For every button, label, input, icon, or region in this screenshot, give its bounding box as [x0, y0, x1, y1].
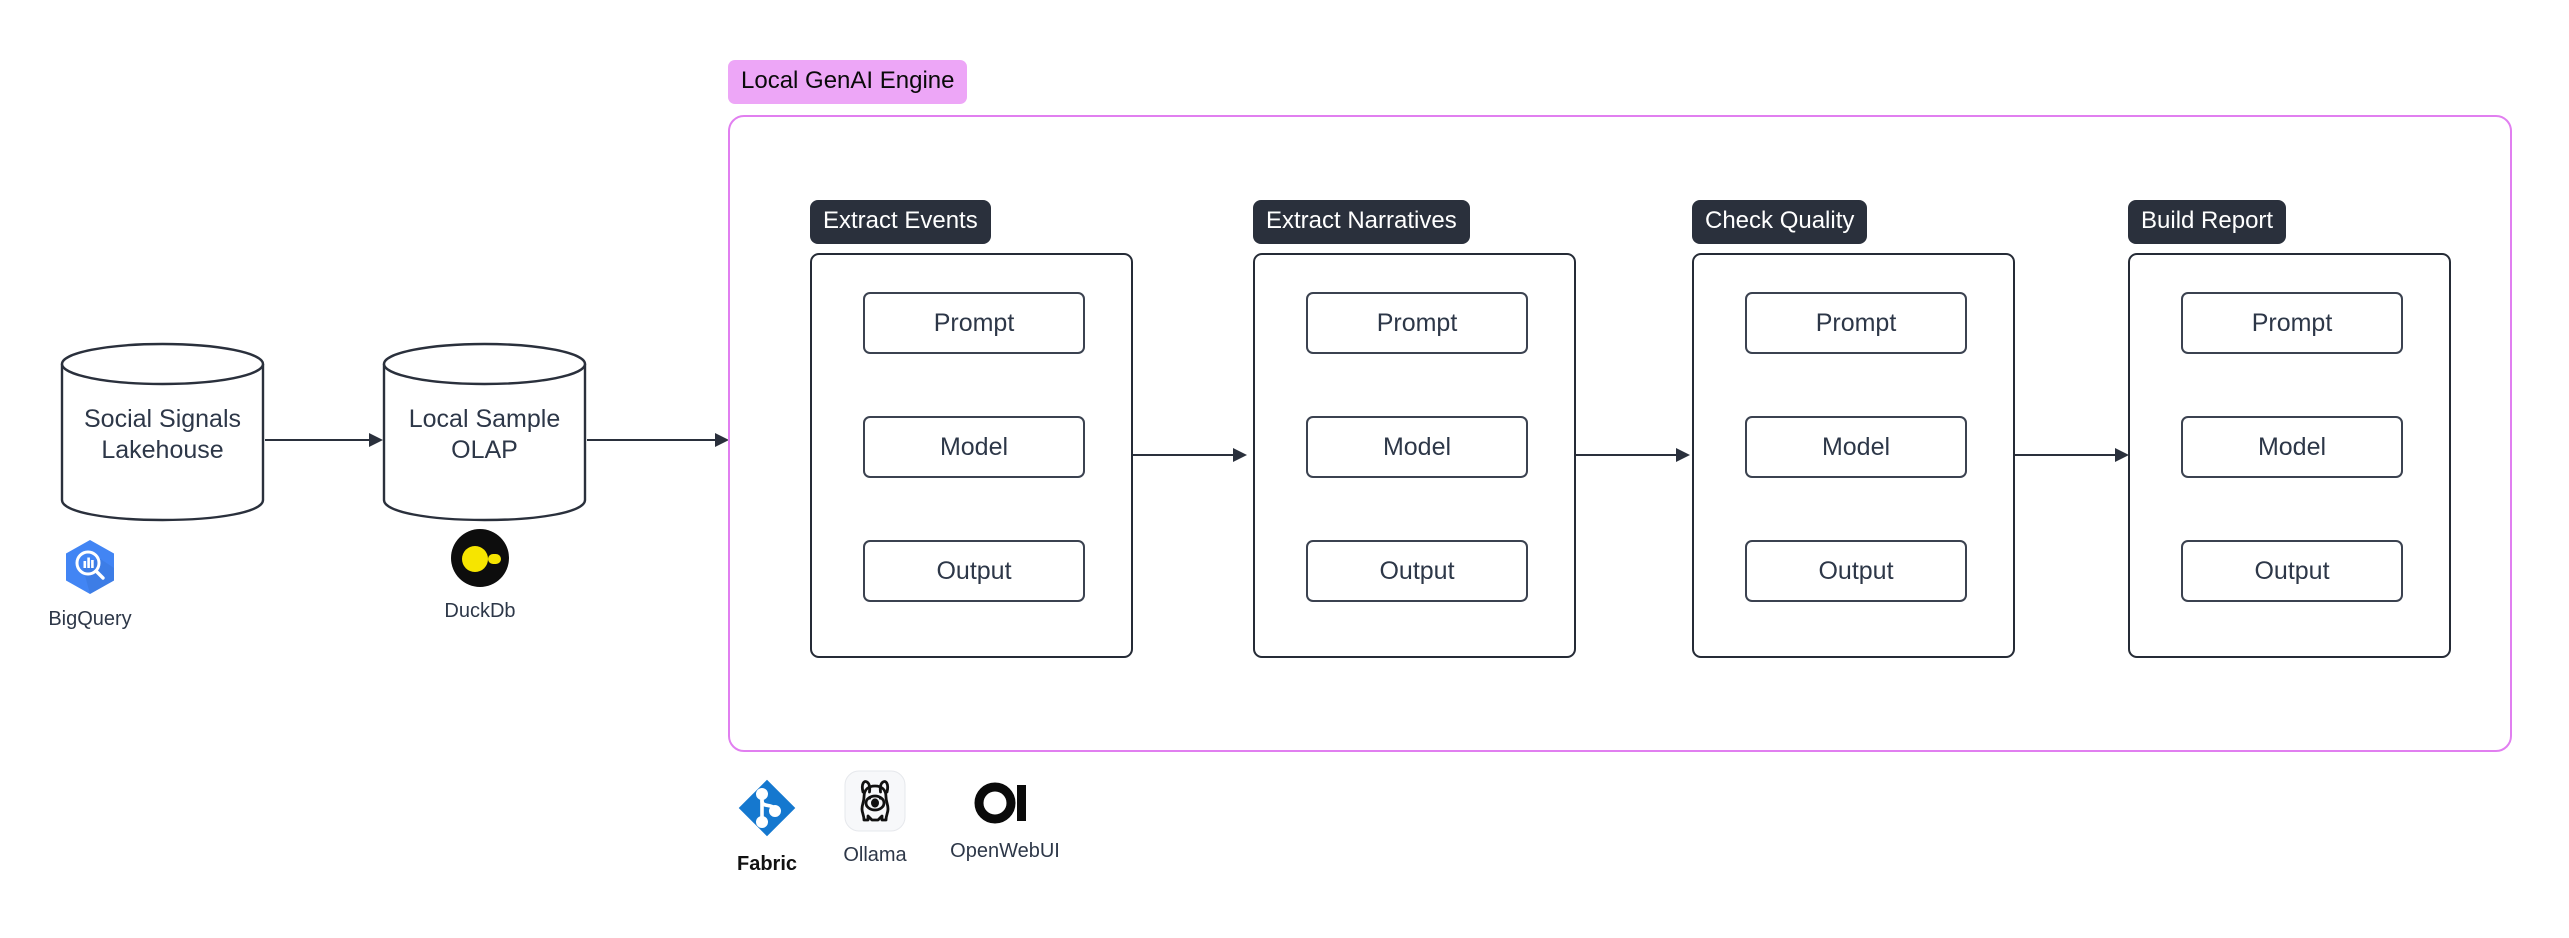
- step-build-report-output[interactable]: Output: [2181, 540, 2403, 602]
- genai-container-title: Local GenAI Engine: [728, 60, 968, 104]
- step-extract-events-model[interactable]: Model: [863, 416, 1085, 478]
- bigquery-icon: [63, 538, 117, 601]
- datastore-olap-label: Local Sample OLAP: [408, 405, 561, 464]
- ollama-icon: [844, 770, 906, 837]
- step-card-check-quality[interactable]: Prompt Model Output: [1692, 253, 2015, 658]
- tech-badge-ollama[interactable]: Ollama: [812, 770, 938, 867]
- step-badge-extract-events[interactable]: Extract Events: [810, 200, 991, 244]
- arrow-lakehouse-to-olap: [265, 433, 383, 447]
- datastore-lakehouse[interactable]: Social Signals Lakehouse: [60, 342, 265, 522]
- tech-badge-fabric-label: Fabric: [736, 853, 798, 875]
- step-extract-narratives-model[interactable]: Model: [1306, 416, 1528, 478]
- step-check-quality-model[interactable]: Model: [1745, 416, 1967, 478]
- cylinder-shape: [382, 342, 587, 522]
- tech-badge-ollama-label: Ollama: [843, 844, 907, 866]
- step-badge-build-report[interactable]: Build Report: [2128, 200, 2287, 244]
- duckdb-icon: [450, 528, 510, 593]
- tech-badge-duckdb[interactable]: DuckDb: [410, 528, 550, 623]
- arrow-olap-to-genai: [587, 433, 729, 447]
- arrow-step3-to-step4: [2015, 448, 2129, 462]
- step-badge-extract-narratives[interactable]: Extract Narratives: [1253, 200, 1470, 244]
- tech-badge-duckdb-label: DuckDb: [444, 600, 516, 622]
- step-badge-check-quality[interactable]: Check Quality: [1692, 200, 1868, 244]
- tech-badge-bigquery-label: BigQuery: [48, 608, 132, 630]
- step-card-build-report[interactable]: Prompt Model Output: [2128, 253, 2451, 658]
- datastore-olap[interactable]: Local Sample OLAP: [382, 342, 587, 522]
- openwebui-icon: [969, 778, 1041, 833]
- step-card-extract-narratives[interactable]: Prompt Model Output: [1253, 253, 1576, 658]
- tech-badge-bigquery[interactable]: BigQuery: [20, 538, 160, 631]
- tech-badge-openwebui-label: OpenWebUI: [950, 840, 1060, 862]
- arrow-step1-to-step2: [1133, 448, 1247, 462]
- step-build-report-model[interactable]: Model: [2181, 416, 2403, 478]
- step-check-quality-output[interactable]: Output: [1745, 540, 1967, 602]
- step-extract-narratives-output[interactable]: Output: [1306, 540, 1528, 602]
- step-build-report-prompt[interactable]: Prompt: [2181, 292, 2403, 354]
- step-extract-events-output[interactable]: Output: [863, 540, 1085, 602]
- tech-badge-fabric[interactable]: Fabric: [712, 775, 822, 876]
- fabric-icon: [734, 775, 800, 846]
- step-extract-events-prompt[interactable]: Prompt: [863, 292, 1085, 354]
- step-card-extract-events[interactable]: Prompt Model Output: [810, 253, 1133, 658]
- step-extract-narratives-prompt[interactable]: Prompt: [1306, 292, 1528, 354]
- step-check-quality-prompt[interactable]: Prompt: [1745, 292, 1967, 354]
- genai-container: [728, 115, 2512, 752]
- tech-badge-openwebui[interactable]: OpenWebUI: [930, 778, 1080, 863]
- datastore-lakehouse-label: Social Signals Lakehouse: [83, 405, 242, 464]
- arrow-step2-to-step3: [1576, 448, 1690, 462]
- cylinder-shape: [60, 342, 265, 522]
